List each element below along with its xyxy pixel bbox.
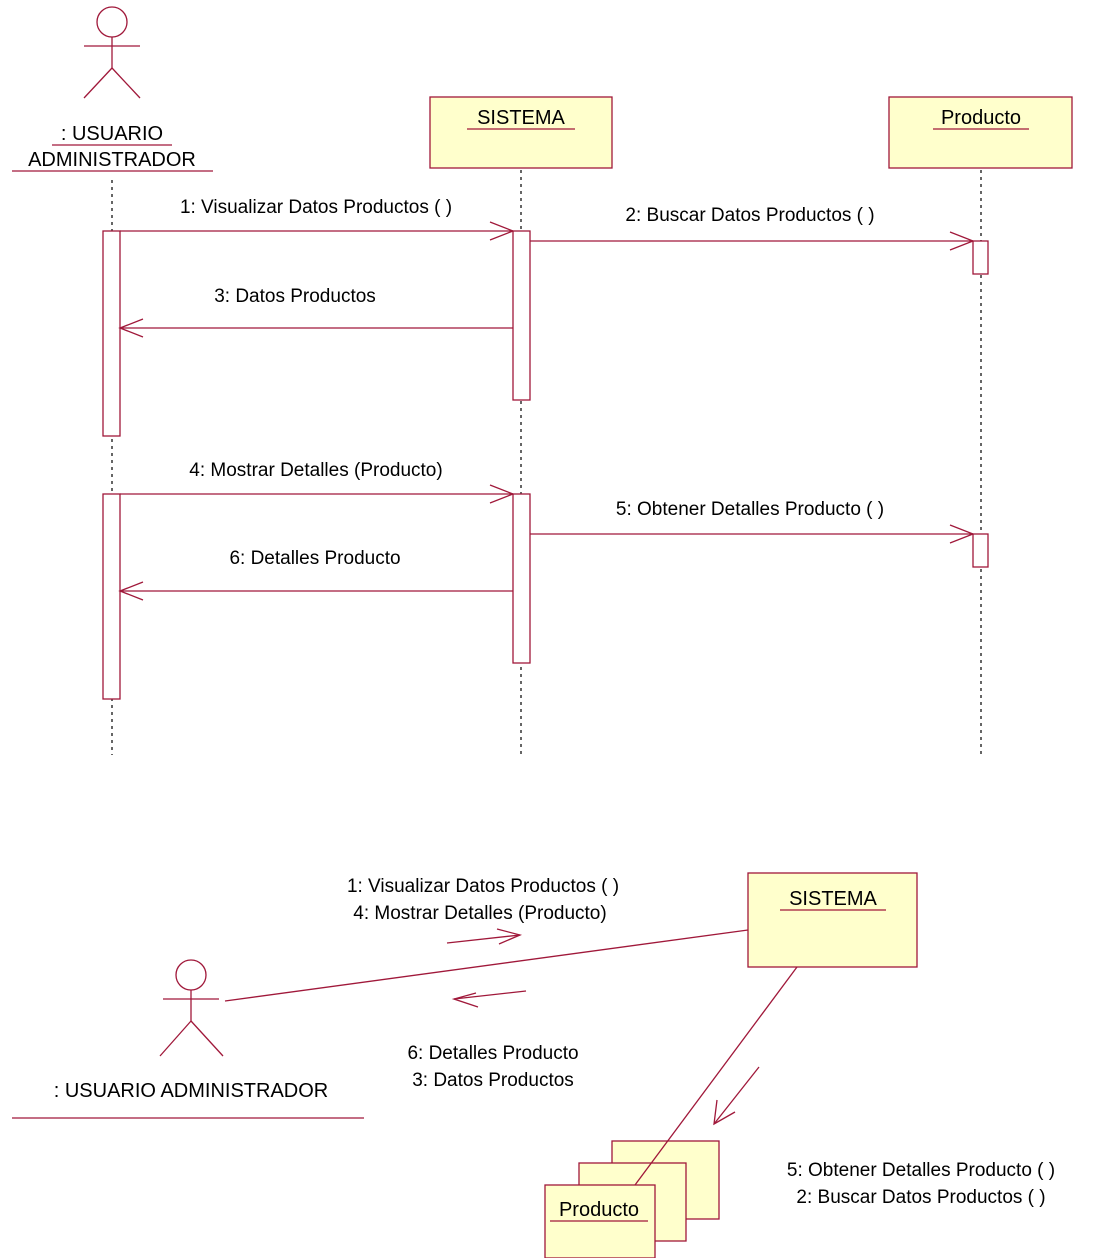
actor-label-line2: ADMINISTRADOR xyxy=(28,149,196,171)
message-2-arrow xyxy=(530,231,975,251)
collab-forward-arrow xyxy=(446,928,523,945)
object-producto-label: Producto xyxy=(941,107,1021,129)
activation-sistema-1 xyxy=(512,230,531,401)
collab-producto-arrow xyxy=(713,1066,760,1126)
actor-usuario-administrador-icon xyxy=(83,6,141,99)
message-1-arrow xyxy=(120,221,515,241)
activation-actor-2 xyxy=(102,493,121,700)
collab-object-producto-label: Producto xyxy=(559,1199,639,1221)
object-producto[interactable] xyxy=(888,96,1073,169)
object-sistema[interactable] xyxy=(429,96,613,169)
collab-forward-message-2: 4: Mostrar Detalles (Producto) xyxy=(353,903,606,924)
activation-sistema-2 xyxy=(512,493,531,664)
collab-actor-label: : USUARIO ADMINISTRADOR xyxy=(54,1080,328,1102)
message-1-label: 1: Visualizar Datos Productos ( ) xyxy=(180,197,452,218)
message-6-arrow xyxy=(118,581,513,601)
object-sistema-label: SISTEMA xyxy=(477,107,565,129)
message-4-label: 4: Mostrar Detalles (Producto) xyxy=(189,460,442,481)
collab-return-arrow xyxy=(451,990,527,1008)
sequence-diagram: : USUARIO ADMINISTRADOR SISTEMA Producto… xyxy=(12,6,1073,755)
link-actor-sistema xyxy=(224,929,749,1002)
message-3-arrow xyxy=(118,318,513,338)
collab-forward-message-1: 1: Visualizar Datos Productos ( ) xyxy=(347,876,619,897)
message-4-arrow xyxy=(120,484,515,504)
actor-label-line1: : USUARIO xyxy=(61,123,163,145)
collab-return-message-1: 6: Detalles Producto xyxy=(407,1043,578,1064)
message-5-arrow xyxy=(530,524,975,544)
message-3-label: 3: Datos Productos xyxy=(214,286,376,307)
collab-producto-message-1: 5: Obtener Detalles Producto ( ) xyxy=(787,1160,1055,1181)
activation-actor-1 xyxy=(102,230,121,437)
activation-producto-1 xyxy=(972,240,989,275)
collab-producto-message-2: 2: Buscar Datos Productos ( ) xyxy=(796,1187,1045,1208)
collab-actor-icon xyxy=(159,959,224,1057)
message-5-label: 5: Obtener Detalles Producto ( ) xyxy=(616,499,884,520)
collaboration-diagram: : USUARIO ADMINISTRADOR SISTEMA 1: Visua… xyxy=(12,872,1055,1258)
link-sistema-producto xyxy=(634,966,798,1186)
collab-object-sistema[interactable] xyxy=(747,872,918,968)
collab-return-message-2: 3: Datos Productos xyxy=(412,1070,574,1091)
message-6-label: 6: Detalles Producto xyxy=(229,548,400,569)
collab-object-sistema-label: SISTEMA xyxy=(789,888,877,910)
activation-producto-2 xyxy=(972,533,989,568)
message-2-label: 2: Buscar Datos Productos ( ) xyxy=(625,205,874,226)
